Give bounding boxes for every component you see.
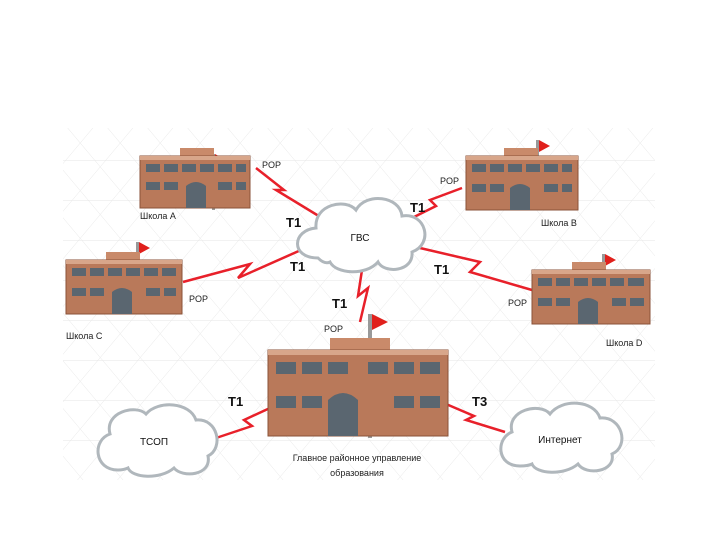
- gvs-cloud-label: ГВС: [350, 233, 370, 244]
- pop-label-school-b: POP: [440, 176, 460, 186]
- internet-cloud: [499, 401, 624, 474]
- hq-label: Главное районное управление образования: [257, 451, 457, 481]
- link-gvs-school-c: [182, 244, 311, 284]
- school-c-building: [65, 242, 183, 315]
- school-d-label: Школа D: [606, 338, 643, 348]
- hq-building: [267, 314, 449, 438]
- gvs-cloud: [296, 197, 427, 274]
- school-a-label: Школа А: [140, 211, 176, 221]
- hq-label-line1: Главное районное управление: [292, 453, 422, 463]
- tsop-cloud-label: ТСОП: [139, 437, 169, 448]
- t1-label-school-b: Т1: [410, 200, 426, 215]
- school-b-building: [465, 140, 579, 211]
- link-gvs-hq: [356, 269, 371, 323]
- pop-label-school-a: POP: [262, 160, 282, 170]
- school-c-label: Школа С: [66, 331, 103, 341]
- t1-label-school-c: Т1: [290, 259, 306, 274]
- pop-label-hq: POP: [324, 324, 344, 334]
- link-gvs-school-b: [411, 186, 463, 220]
- school-b-label: Школа В: [541, 218, 577, 228]
- tsop-cloud: [96, 403, 219, 478]
- link-hq-tsop: [209, 406, 271, 442]
- school-a-building: [139, 148, 251, 210]
- t1-label-hq: Т1: [332, 296, 348, 311]
- link-hq-internet: [445, 402, 506, 434]
- internet-cloud-label: Интернет: [538, 435, 582, 446]
- t1-label-school-d: Т1: [434, 262, 450, 277]
- t3-label-internet: Т3: [472, 394, 488, 409]
- link-gvs-school-a: [255, 167, 323, 220]
- school-d-building: [531, 254, 651, 325]
- t1-label-tsop: Т1: [228, 394, 244, 409]
- pop-label-school-c: POP: [189, 294, 209, 304]
- link-gvs-school-d: [419, 246, 533, 292]
- t1-label-school-a: Т1: [286, 215, 302, 230]
- pop-label-school-d: POP: [508, 298, 528, 308]
- hq-label-line2: образования: [330, 468, 384, 478]
